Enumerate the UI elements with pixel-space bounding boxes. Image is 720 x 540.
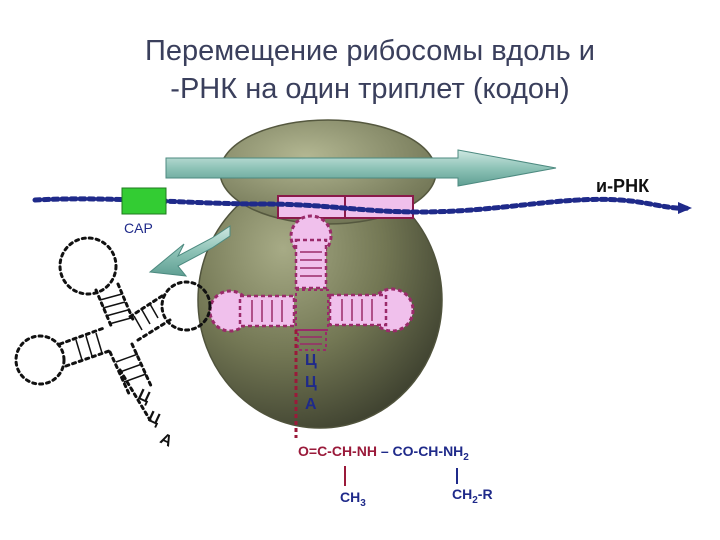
- trna-released-base-pairs: [75, 293, 159, 383]
- mrna-label: и-РНК: [596, 176, 650, 196]
- peptide-chain-main: O=C-CH-NH: [298, 443, 377, 459]
- anticodon-ribosome-3: А: [305, 396, 317, 413]
- slide-title-line-1: Перемещение рибосомы вдоль и: [145, 35, 595, 67]
- anticodon-ribosome-2: Ц: [305, 374, 317, 391]
- peptide-side-ch2r-sub: 2: [472, 494, 478, 506]
- peptide-side-ch3-sub: 3: [360, 497, 366, 509]
- trna-released-right-stem: [126, 294, 172, 342]
- trna-released-left-loop: [14, 334, 66, 386]
- trna-active-top-stem: [294, 238, 328, 290]
- peptide-dash: –: [376, 443, 393, 459]
- peptide-chain-second: CO-CH-NH: [392, 443, 464, 459]
- trna-released-left-stem: [58, 326, 114, 368]
- trna-released: [14, 236, 212, 422]
- peptide-chain: O=C-CH-NH – CO-CH-NH2: [298, 443, 469, 463]
- trna-active: [208, 214, 415, 438]
- peptide-chain-second-sub: 2: [463, 451, 469, 463]
- trna-released-top-loop: [58, 236, 118, 296]
- trna-active-left-stem: [238, 294, 296, 328]
- trna-active-base-pairs: [251, 251, 373, 345]
- translocation-arrow: [165, 149, 557, 187]
- anticodon-ribosome-1: Ц: [305, 352, 317, 369]
- cap-label: CAP: [124, 220, 153, 236]
- peptide-side-ch3: CH3: [340, 489, 366, 509]
- trna-exit-arrow: [148, 225, 231, 277]
- trna-released-bottom-stem: [108, 342, 154, 398]
- peptide-side-ch3-text: CH: [340, 489, 361, 505]
- mrna-arrowhead: [678, 202, 692, 214]
- peptide-side-ch2r-text: CH: [452, 486, 473, 502]
- cap-box: [121, 187, 167, 215]
- peptide-side-ch2r: CH2-R: [452, 486, 493, 506]
- peptide-side-ch2r-suffix: -R: [477, 486, 493, 502]
- trna-active-right-stem: [328, 293, 388, 327]
- slide-title-line-2: -РНК на один триплет (кодон): [170, 73, 570, 105]
- trna-released-acceptor: [118, 368, 152, 422]
- trna-released-right-loop: [160, 280, 212, 332]
- trna-active-bottom-stem: [297, 329, 327, 351]
